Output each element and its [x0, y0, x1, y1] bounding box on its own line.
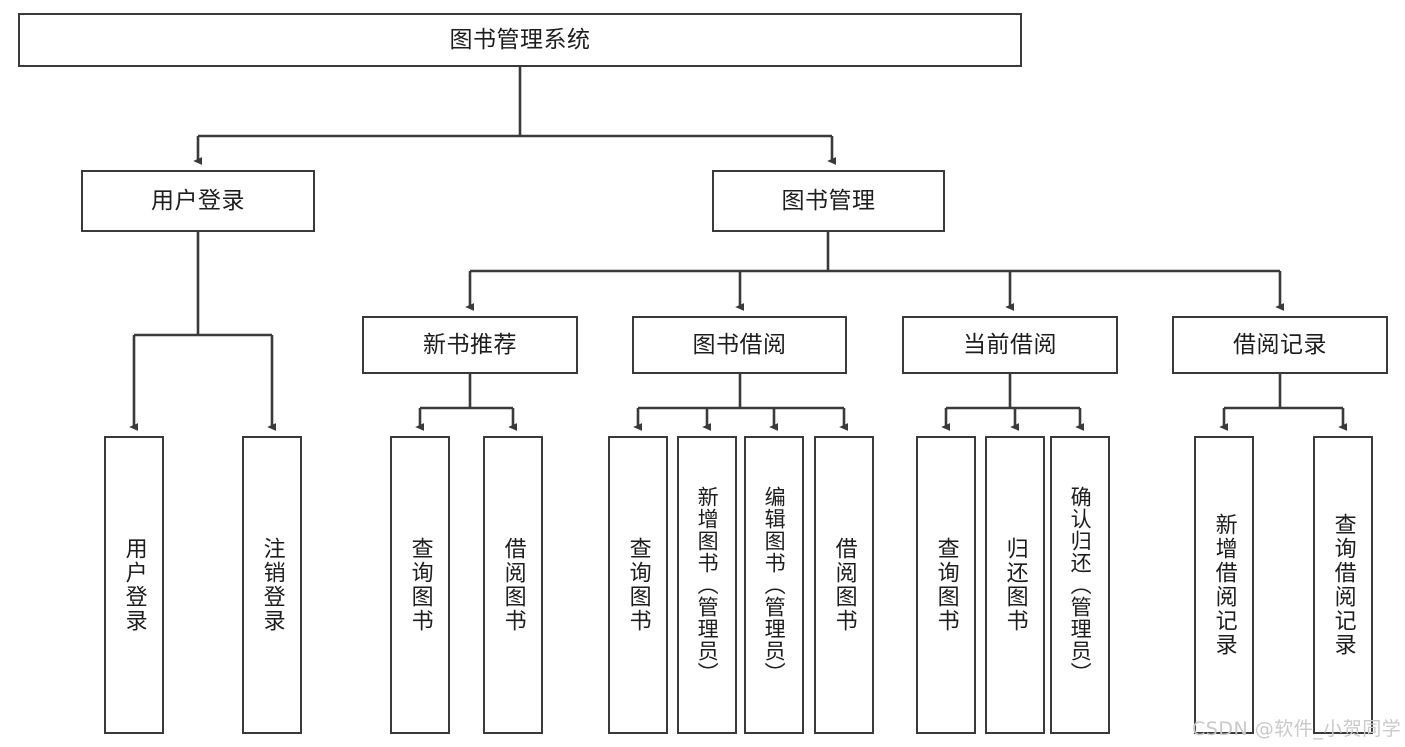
node-leaf-query-record-label: 查询借阅记录 — [1330, 513, 1356, 657]
node-leaf-query-book-borrow[interactable]: 查询图书 — [608, 436, 668, 734]
node-current-borrow-label: 当前借阅 — [963, 331, 1057, 358]
node-borrow-record[interactable]: 借阅记录 — [1172, 316, 1388, 374]
node-user-login[interactable]: 用户登录 — [81, 170, 315, 232]
node-book-borrow[interactable]: 图书借阅 — [632, 316, 847, 374]
node-leaf-query-record[interactable]: 查询借阅记录 — [1313, 436, 1373, 734]
node-new-book-rec[interactable]: 新书推荐 — [362, 316, 578, 374]
node-book-borrow-label: 图书借阅 — [692, 331, 787, 358]
node-borrow-record-label: 借阅记录 — [1233, 331, 1327, 358]
node-book-manage[interactable]: 图书管理 — [712, 170, 945, 232]
node-leaf-return-book-label: 归还图书 — [1002, 537, 1028, 633]
node-user-login-label: 用户登录 — [151, 187, 245, 214]
node-leaf-user-login-label: 用户登录 — [121, 537, 147, 633]
node-leaf-edit-book-label: 编辑图书（管理员） — [762, 486, 787, 684]
node-leaf-borrow-book-rec-label: 借阅图书 — [500, 537, 526, 633]
node-leaf-user-login[interactable]: 用户登录 — [104, 436, 164, 734]
node-leaf-borrow-book-label: 借阅图书 — [831, 537, 857, 633]
csdn-watermark: CSDN @软件_小贺同学 — [1192, 718, 1402, 740]
node-leaf-query-book-current[interactable]: 查询图书 — [916, 436, 976, 734]
node-book-manage-label: 图书管理 — [781, 187, 876, 214]
node-leaf-query-book-borrow-label: 查询图书 — [625, 537, 651, 633]
node-root[interactable]: 图书管理系统 — [18, 13, 1022, 67]
node-leaf-add-book[interactable]: 新增图书（管理员） — [677, 436, 737, 734]
node-leaf-add-record[interactable]: 新增借阅记录 — [1194, 436, 1254, 734]
node-leaf-logout-label: 注销登录 — [259, 537, 285, 633]
node-leaf-return-book[interactable]: 归还图书 — [985, 436, 1045, 734]
node-leaf-confirm-return[interactable]: 确认归还（管理员） — [1050, 436, 1110, 734]
node-leaf-confirm-return-label: 确认归还（管理员） — [1068, 486, 1093, 684]
node-leaf-add-record-label: 新增借阅记录 — [1211, 513, 1237, 657]
node-root-label: 图书管理系统 — [449, 26, 591, 53]
node-leaf-add-book-label: 新增图书（管理员） — [695, 486, 720, 684]
node-leaf-borrow-book[interactable]: 借阅图书 — [814, 436, 874, 734]
node-leaf-edit-book[interactable]: 编辑图书（管理员） — [744, 436, 804, 734]
node-leaf-query-book-rec-label: 查询图书 — [407, 537, 433, 633]
node-leaf-logout[interactable]: 注销登录 — [242, 436, 302, 734]
node-leaf-borrow-book-rec[interactable]: 借阅图书 — [483, 436, 543, 734]
node-leaf-query-book-current-label: 查询图书 — [933, 537, 959, 633]
node-current-borrow[interactable]: 当前借阅 — [902, 316, 1118, 374]
node-leaf-query-book-rec[interactable]: 查询图书 — [390, 436, 450, 734]
node-new-book-rec-label: 新书推荐 — [423, 331, 517, 358]
